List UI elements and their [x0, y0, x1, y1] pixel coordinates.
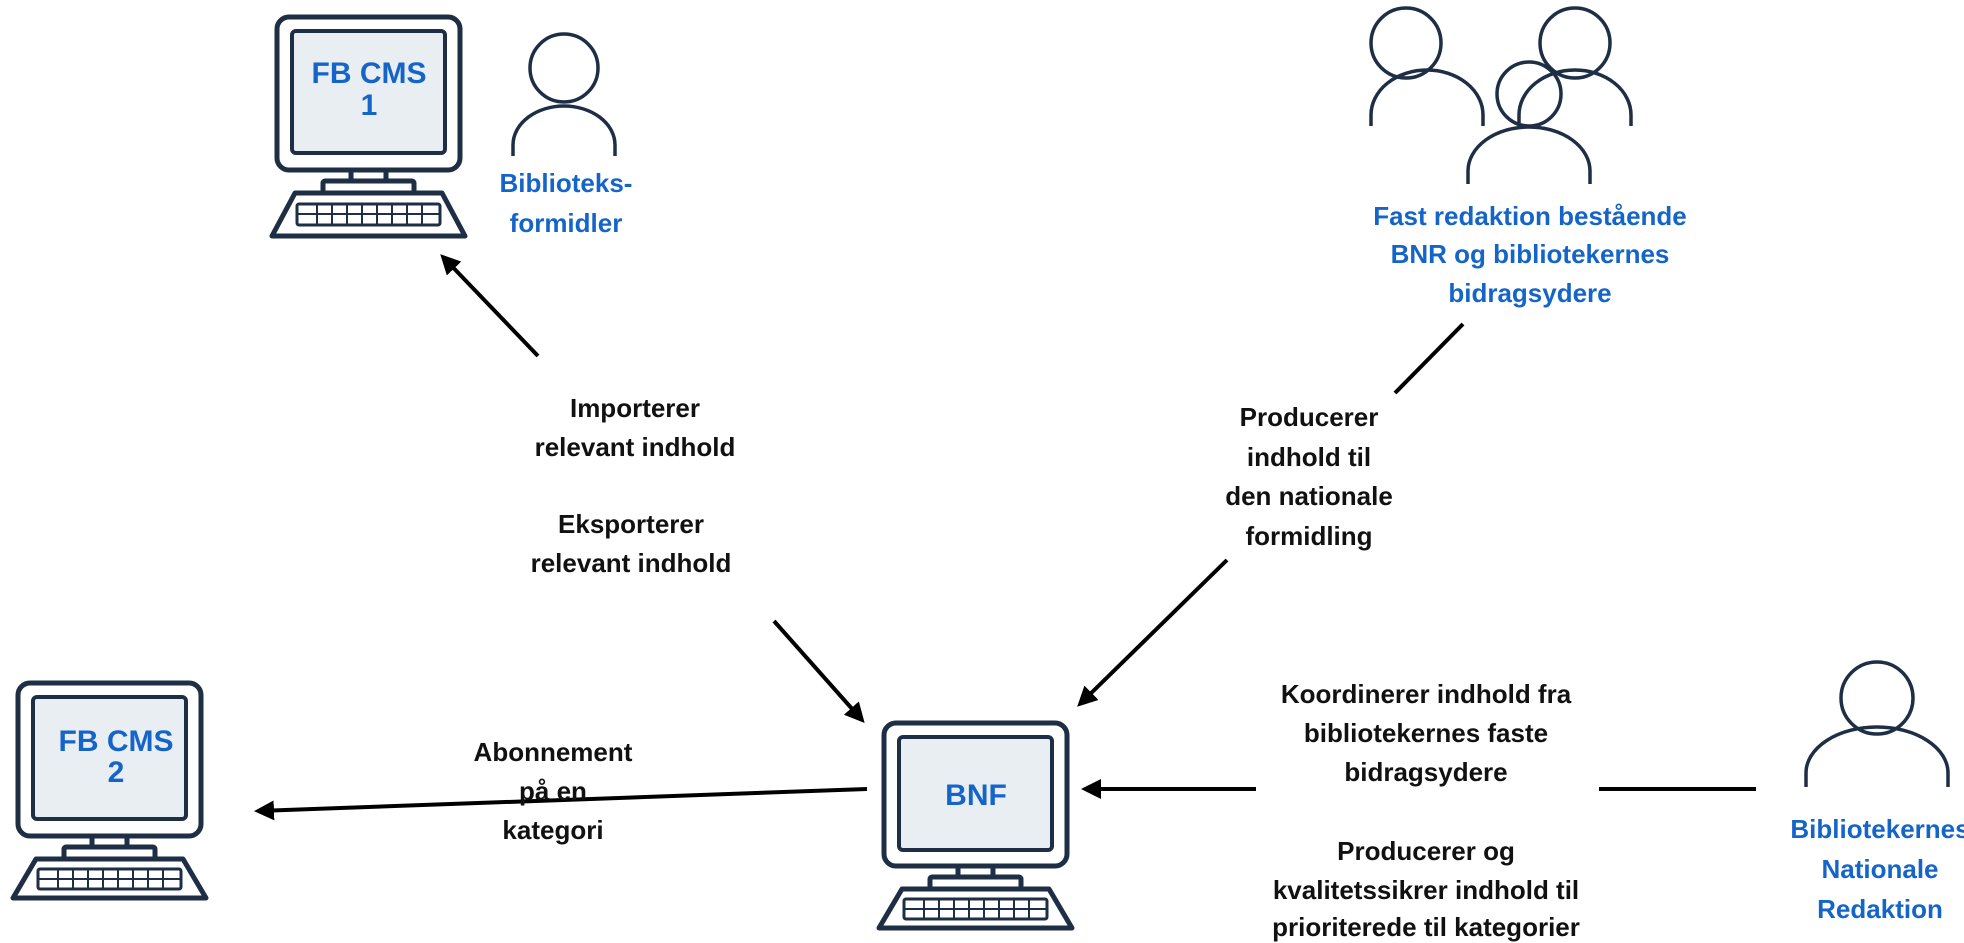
arrow-to-fbcms2 — [254, 787, 868, 821]
abonnement-line3: kategori — [502, 815, 603, 845]
fast-redaktion-line2: BNR og bibliotekernes — [1391, 239, 1670, 269]
person-icon — [511, 32, 617, 156]
bibliotek-formidler-line2: formidler — [510, 208, 623, 238]
arrow-to-fbcms1 — [440, 254, 540, 358]
arrow-produce-to-bnf — [1077, 558, 1229, 707]
nationale-redaktion-line2: Nationale — [1821, 854, 1938, 884]
importerer-line1: Importerer — [570, 393, 700, 423]
abonnement-line1: Abonnement — [474, 737, 633, 767]
person-icon — [1804, 660, 1950, 787]
computer-bnf-icon — [876, 720, 1075, 931]
fast-redaktion-line3: bidragsydere — [1448, 278, 1611, 308]
fast-redaktion-line1: Fast redaktion bestående — [1373, 201, 1687, 231]
abonnement-line2: på en — [519, 776, 587, 806]
arrow-export-to-bnf — [772, 619, 865, 723]
koordinerer-line3: bidragsydere — [1344, 757, 1507, 787]
bnf-screen-label: BNF — [945, 779, 1007, 812]
importerer-line2: relevant indhold — [535, 432, 736, 462]
nationale-redaktion-line3: Redaktion — [1817, 894, 1943, 924]
fbcms1-screen-line1: FB CMS — [312, 57, 427, 90]
connector-redaktion-line — [1393, 322, 1465, 395]
kvalitetssikrer-line3: prioriterede til kategorier — [1272, 912, 1580, 942]
kvalitetssikrer-line1: Producerer og — [1337, 836, 1515, 866]
group-of-people-icon — [1369, 6, 1633, 184]
producerer-line1: Producerer — [1240, 402, 1379, 432]
eksporterer-line1: Eksporterer — [558, 509, 704, 539]
computer-fbcms1-icon — [269, 14, 468, 239]
eksporterer-line2: relevant indhold — [531, 548, 732, 578]
koordinerer-line2: bibliotekernes faste — [1304, 718, 1548, 748]
fbcms2-screen-line1: FB CMS — [59, 725, 174, 758]
producerer-line3: den nationale — [1225, 481, 1393, 511]
computer-fbcms2-icon — [10, 680, 209, 901]
producerer-line2: indhold til — [1247, 442, 1371, 472]
fbcms1-screen-line2: 1 — [361, 89, 378, 122]
producerer-line4: formidling — [1245, 521, 1372, 551]
bibliotek-formidler-line1: Biblioteks- — [500, 168, 633, 198]
kvalitetssikrer-line2: kvalitetssikrer indhold til — [1273, 875, 1579, 905]
fbcms2-screen-line2: 2 — [108, 756, 125, 789]
nationale-redaktion-line1: Bibliotekernes — [1790, 814, 1964, 844]
koordinerer-line1: Koordinerer indhold fra — [1281, 679, 1572, 709]
